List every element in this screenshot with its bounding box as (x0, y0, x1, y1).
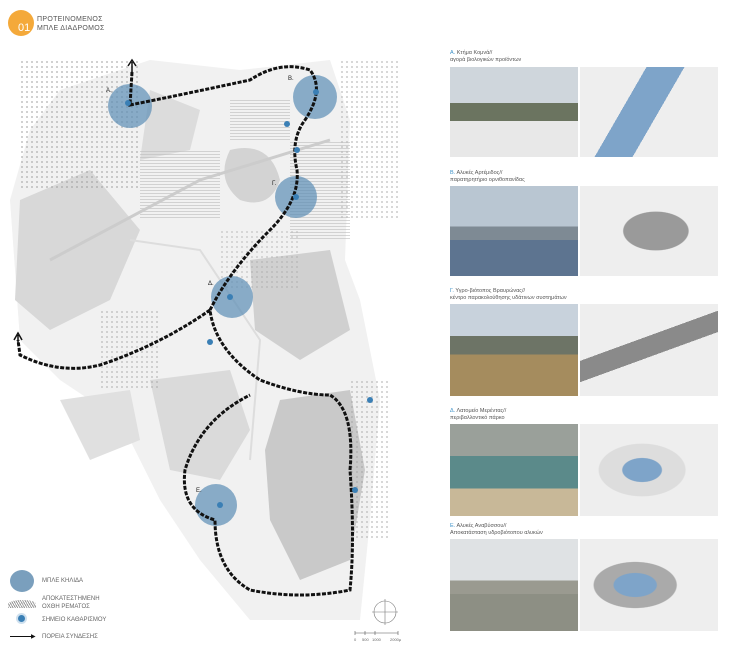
blue-spot-legend-icon (10, 570, 34, 592)
legend-label: ΜΠΛΕ ΚΗΛΙΔΑ (42, 578, 84, 584)
panel-title: Υγρο-βιότοπος Βραυρώνας// (455, 288, 526, 294)
panel-subtitle: Αποκατάσταση υδροβιότοπου αλυκών (450, 530, 543, 536)
photo-artemida-saltpans (450, 186, 578, 276)
scale-bar (354, 631, 399, 635)
arrow-icon (13, 58, 137, 345)
section-number: 01 (18, 22, 31, 34)
photo-merenta-quarry (450, 424, 578, 516)
station-label-b: Β. (288, 76, 294, 82)
site-map-b (580, 186, 718, 276)
north-arrow-icon (372, 599, 398, 625)
panel-subtitle: παρατηρητήριο ορνιθοπανίδας (450, 177, 525, 183)
scale-label: 1000 (372, 637, 382, 642)
panel-letter: Δ. (450, 408, 456, 414)
panel-g-caption: Γ. Υγρο-βιότοπος Βραυρώνας//κέντρο παρακ… (450, 288, 567, 302)
photo-vravrona-wetland (450, 304, 578, 396)
site-map-e (580, 539, 718, 631)
arrow-icon: ▶ (31, 634, 36, 640)
panel-subtitle: κέντρο παρακολούθησης υδάτινων συστημάτω… (450, 295, 567, 301)
connection-route (16, 65, 354, 597)
legend-label: ΠΟΡΕΙΑ ΣΥΝΔΕΣΗΣ (42, 634, 98, 640)
panel-subtitle: περιβαλλοντικό πάρκο (450, 415, 505, 421)
cleaning-point-legend-icon (18, 615, 25, 622)
land-areas (10, 60, 400, 620)
legend-label-line: ΑΠΟΚΑΤΕΣΤΗΜΕΝΗ (42, 596, 100, 602)
station-label-a: Α. (106, 88, 112, 94)
panel-a-caption: Α. Κτήμα Κομνά//αγορά βιολογικών προϊόντ… (450, 50, 521, 64)
panel-letter: Β. (450, 170, 456, 176)
legend-label-line: ΟΧΘΗ ΡΕΜΑΤΟΣ (42, 604, 90, 610)
station-label-g: Γ. (272, 181, 277, 187)
scale-label: 0 (354, 637, 357, 642)
panel-title: Λατομείο Μερέντας// (456, 408, 507, 414)
photo-komna-estate (450, 67, 578, 157)
station-label-e: Ε. (196, 488, 202, 494)
legend-label: ΣΗΜΕΙΟ ΚΑΘΑΡΙΣΜΟΥ (42, 617, 107, 623)
title-line-2: ΜΠΛΕ ΔΙΑΔΡΟΜΟΣ (37, 25, 105, 32)
number-badge (8, 10, 34, 36)
panel-title: Αλυκές Αρτέμιδος// (456, 170, 503, 176)
photo-anavyssos-saltpans (450, 539, 578, 631)
panel-d-caption: Δ. Λατομείο Μερέντας//περιβαλλοντικό πάρ… (450, 408, 506, 422)
site-map-d (580, 424, 718, 516)
panel-letter: Α. (450, 50, 456, 56)
main-map: Α. Β. Γ. Δ. Ε. 0 500 1000 2000μ (10, 58, 402, 642)
legend-label: ΑΠΟΚΑΤΕΣΤΗΜΕΝΗ ΟΧΘΗ ΡΕΜΑΤΟΣ (42, 595, 100, 611)
panel-subtitle: αγορά βιολογικών προϊόντων (450, 57, 522, 63)
panel-letter: Ε. (450, 523, 456, 529)
page-title: ΠΡΟΤΕΙΝΟΜΕΝΟΣ ΜΠΛΕ ΔΙΑΔΡΟΜΟΣ (37, 15, 105, 33)
title-line-1: ΠΡΟΤΕΙΝΟΜΕΝΟΣ (37, 16, 103, 23)
panel-title: Αλυκές Αναβύσσου// (456, 523, 507, 529)
panel-e-caption: Ε. Αλυκές Αναβύσσου//Αποκατάσταση υδροβι… (450, 523, 543, 537)
site-map-a (580, 67, 718, 157)
station-label-d: Δ. (208, 281, 214, 287)
panel-title: Κτήμα Κομνά// (456, 50, 493, 56)
scale-label: 2000μ (390, 637, 402, 642)
panel-b-caption: Β. Αλυκές Αρτέμιδος//παρατηρητήριο ορνιθ… (450, 170, 525, 184)
site-map-g (580, 304, 718, 396)
scale-label: 500 (362, 637, 369, 642)
panel-letter: Γ. (450, 288, 454, 294)
blue-spot-b (293, 75, 337, 119)
riverbank-legend-icon (8, 600, 36, 608)
route-legend-icon (10, 636, 34, 637)
cleaning-points (125, 89, 373, 508)
